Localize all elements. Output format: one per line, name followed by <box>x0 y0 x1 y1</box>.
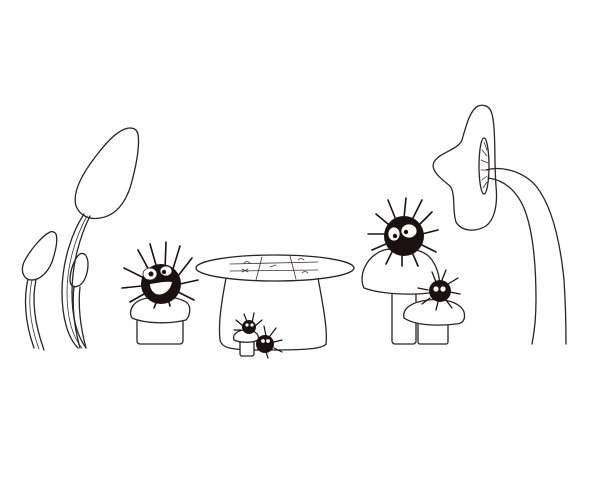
left-sprite-mouth <box>150 281 172 295</box>
tall-mushroom-cap <box>74 127 140 220</box>
tiny-soot-sprite-1 <box>233 312 263 334</box>
left-small-mushroom-cap <box>21 230 58 281</box>
tiny-soot-sprite-2 <box>256 325 283 359</box>
left-stool-mushroom <box>129 296 191 345</box>
right-big-soot-sprite <box>367 197 439 267</box>
left-sprite-eye <box>159 265 173 277</box>
big-sprite-eye <box>400 223 418 239</box>
flower-center <box>478 137 490 195</box>
flower-stalk <box>485 167 567 345</box>
table-top <box>195 254 355 282</box>
right-small-mushroom <box>403 298 466 345</box>
right-small-soot-sprite <box>417 269 461 311</box>
mushroom-table <box>195 254 355 351</box>
right-flower-plant <box>432 104 567 345</box>
big-sprite-eye <box>387 226 401 242</box>
flower-cap <box>432 104 498 231</box>
left-mushroom-group <box>21 127 140 351</box>
right-tall-mushroom <box>361 247 441 345</box>
left-soot-sprite <box>121 241 199 309</box>
tall-mushroom-stem <box>61 213 85 349</box>
tall-mushroom-stem-inner <box>71 215 91 349</box>
middle-small-mushroom-cap <box>69 252 89 288</box>
tic-tac-toe-board <box>229 255 319 281</box>
